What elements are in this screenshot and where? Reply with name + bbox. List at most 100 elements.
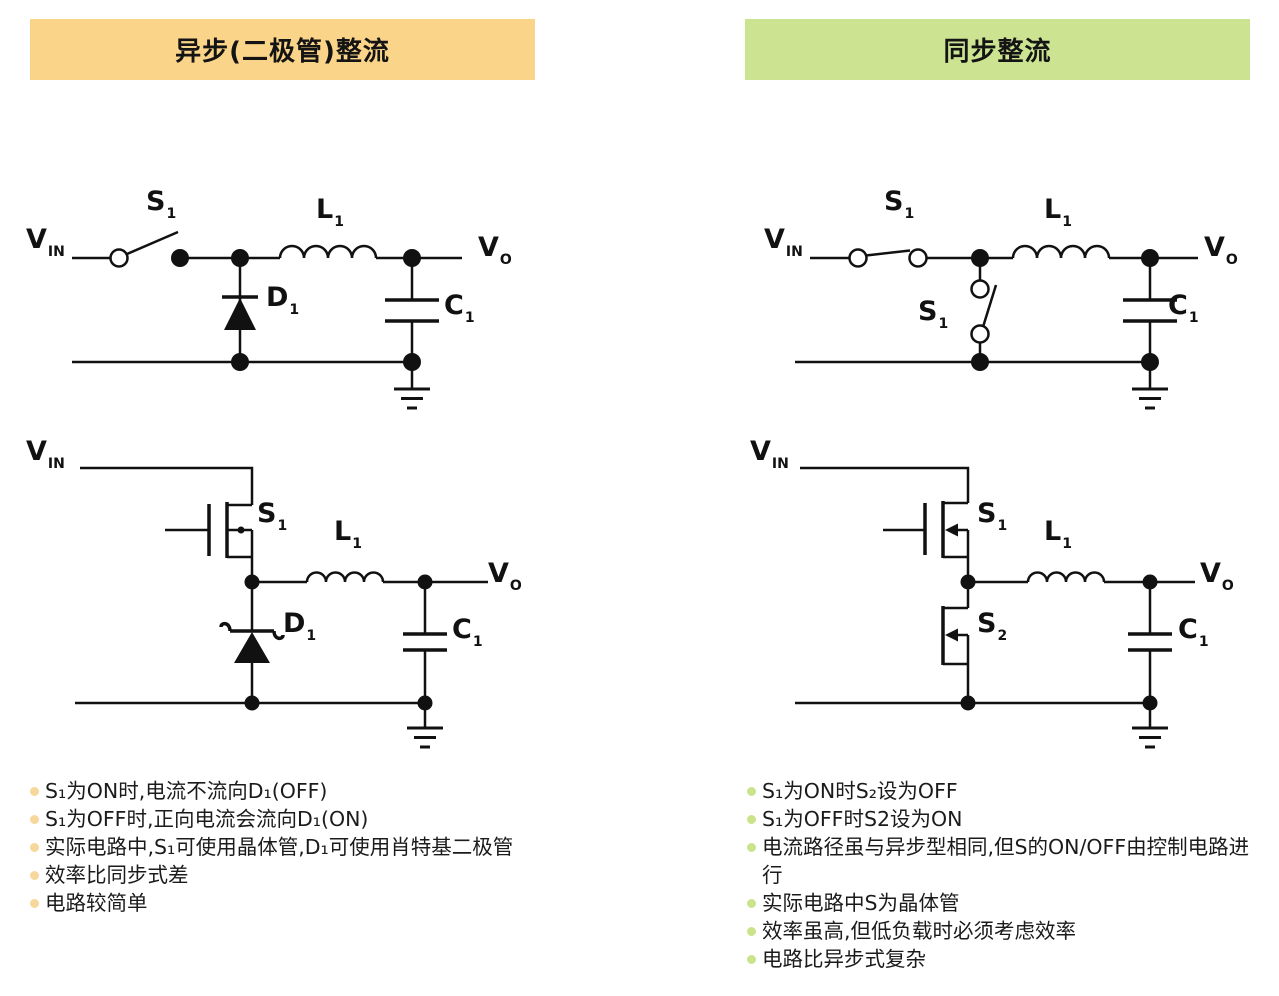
junction-dot bbox=[1142, 695, 1158, 711]
junction-dot bbox=[244, 695, 260, 711]
capacitor-plates bbox=[1128, 632, 1172, 652]
bullet-text: 效率虽高,但低负载时必须考虑效率 bbox=[762, 919, 1077, 943]
label-s2-bottom-right: S2 bbox=[977, 610, 1007, 643]
label-main: L bbox=[1044, 516, 1062, 547]
bullet-text: S₁为OFF时,正向电流会流向D₁(ON) bbox=[45, 807, 369, 831]
bullet-text: S₁为OFF时S2设为ON bbox=[762, 807, 963, 831]
circuit-async-switch-diagram bbox=[72, 230, 462, 410]
label-sub: 1 bbox=[472, 634, 483, 650]
label-main: D bbox=[283, 608, 306, 639]
label-main: C bbox=[444, 290, 464, 321]
switch-contact bbox=[848, 248, 868, 268]
label-sub: IN bbox=[47, 244, 65, 260]
label-d1-top-left: D1 bbox=[266, 284, 299, 317]
label-l1-bottom-right: L1 bbox=[1044, 516, 1072, 551]
label-main: S bbox=[977, 498, 997, 529]
label-main: V bbox=[764, 224, 785, 255]
bullet-text: 实际电路中,S₁可使用晶体管,D₁可使用肖特基二极管 bbox=[45, 835, 514, 859]
label-sub: 1 bbox=[464, 310, 475, 326]
junction-dot bbox=[417, 695, 433, 711]
list-item: 效率比同步式差 bbox=[30, 861, 546, 889]
label-c1-bottom-left: C1 bbox=[452, 614, 483, 649]
label-vin-bottom-right: VIN bbox=[750, 438, 789, 471]
label-main: V bbox=[26, 224, 47, 255]
capacitor-plates bbox=[403, 632, 447, 652]
bullet-dot-icon bbox=[30, 787, 39, 796]
inductor-coil bbox=[1026, 571, 1106, 583]
label-d1-bottom-left: D1 bbox=[283, 608, 316, 643]
bullet-text: 电路较简单 bbox=[45, 891, 148, 915]
bullet-text: S₁为ON时,电流不流向D₁(OFF) bbox=[45, 779, 328, 803]
junction-dot bbox=[417, 574, 433, 590]
header-async-label: 异步(二极管)整流 bbox=[175, 37, 390, 67]
bullet-dot-icon bbox=[30, 815, 39, 824]
ground-icon bbox=[1132, 387, 1168, 410]
header-sync-label: 同步整流 bbox=[943, 37, 1052, 67]
junction-dot bbox=[1141, 249, 1159, 267]
inductor-coil bbox=[278, 244, 378, 259]
list-item: 实际电路中S为晶体管 bbox=[747, 889, 1259, 917]
label-main: S bbox=[918, 296, 938, 327]
label-l1-bottom-left: L1 bbox=[334, 516, 362, 551]
bullet-dot-icon bbox=[30, 871, 39, 880]
label-sub: 1 bbox=[277, 518, 288, 534]
circuit-sync-mosfet-diagram bbox=[795, 466, 1195, 749]
list-item: 实际电路中,S₁可使用晶体管,D₁可使用肖特基二极管 bbox=[30, 833, 546, 861]
label-vo-bottom-right: VO bbox=[1200, 560, 1234, 593]
label-main: V bbox=[488, 558, 509, 589]
mosfet-arrow-icon bbox=[945, 523, 958, 537]
label-s1-bottom-left: S1 bbox=[257, 500, 287, 533]
label-s1-bottom-right: S1 bbox=[977, 498, 1007, 533]
mosfet-arrow-icon bbox=[945, 628, 958, 642]
label-sub: 2 bbox=[997, 628, 1008, 644]
bullet-dot-icon bbox=[747, 955, 756, 964]
bullet-dot-icon bbox=[747, 899, 756, 908]
label-sub: IN bbox=[771, 456, 789, 472]
label-sub: 1 bbox=[1062, 536, 1072, 552]
bullet-text: 电流路径虽与异步型相同,但S的ON/OFF由控制电路进行 bbox=[762, 835, 1250, 887]
label-main: C bbox=[452, 614, 472, 645]
bullet-dot-icon bbox=[747, 927, 756, 936]
switch-contact bbox=[109, 248, 129, 268]
label-sub: O bbox=[509, 578, 522, 594]
inductor-coil bbox=[1011, 244, 1111, 259]
label-sub: 1 bbox=[166, 206, 177, 222]
label-sub: IN bbox=[785, 244, 803, 260]
label-sub: 1 bbox=[938, 316, 949, 332]
label-s1-high-side-top-right: S1 bbox=[884, 188, 914, 221]
wires bbox=[72, 256, 462, 389]
wires bbox=[795, 256, 1198, 389]
bullet-dot-icon bbox=[30, 843, 39, 852]
ground-icon bbox=[407, 726, 443, 749]
label-main: V bbox=[26, 436, 47, 467]
label-vin-bottom-left: VIN bbox=[26, 436, 65, 471]
junction-dot bbox=[244, 574, 260, 590]
label-c1-bottom-right: C1 bbox=[1178, 614, 1209, 649]
label-sub: 1 bbox=[289, 302, 300, 318]
label-main: L bbox=[334, 516, 352, 547]
label-main: C bbox=[1168, 290, 1188, 321]
list-item: S₁为OFF时S2设为ON bbox=[747, 805, 1259, 833]
sync-notes-list: S₁为ON时S₂设为OFF S₁为OFF时S2设为ON 电流路径虽与异步型相同,… bbox=[747, 777, 1259, 973]
junction-dot bbox=[403, 249, 421, 267]
async-notes-list: S₁为ON时,电流不流向D₁(OFF) S₁为OFF时,正向电流会流向D₁(ON… bbox=[30, 777, 546, 917]
label-sub: O bbox=[1225, 252, 1238, 268]
label-main: C bbox=[1178, 614, 1198, 645]
junction-dot bbox=[1141, 353, 1159, 371]
bullet-text: S₁为ON时S₂设为OFF bbox=[762, 779, 958, 803]
junction-dot bbox=[960, 574, 976, 590]
label-sub: 1 bbox=[306, 628, 317, 644]
label-sub: 1 bbox=[904, 206, 915, 222]
list-item: S₁为OFF时,正向电流会流向D₁(ON) bbox=[30, 805, 546, 833]
label-c1-top-right: C1 bbox=[1168, 290, 1199, 325]
label-sub: IN bbox=[47, 456, 65, 472]
bullet-text: 效率比同步式差 bbox=[45, 863, 189, 887]
label-vo-top-right: VO bbox=[1204, 234, 1238, 267]
circuit-sync-switch-diagram bbox=[795, 244, 1198, 410]
label-main: S bbox=[146, 186, 166, 217]
switch-blade bbox=[126, 230, 179, 256]
list-item: 电流路径虽与异步型相同,但S的ON/OFF由控制电路进行 bbox=[747, 833, 1259, 889]
label-s1-low-side-top-right: S1 bbox=[918, 296, 948, 331]
